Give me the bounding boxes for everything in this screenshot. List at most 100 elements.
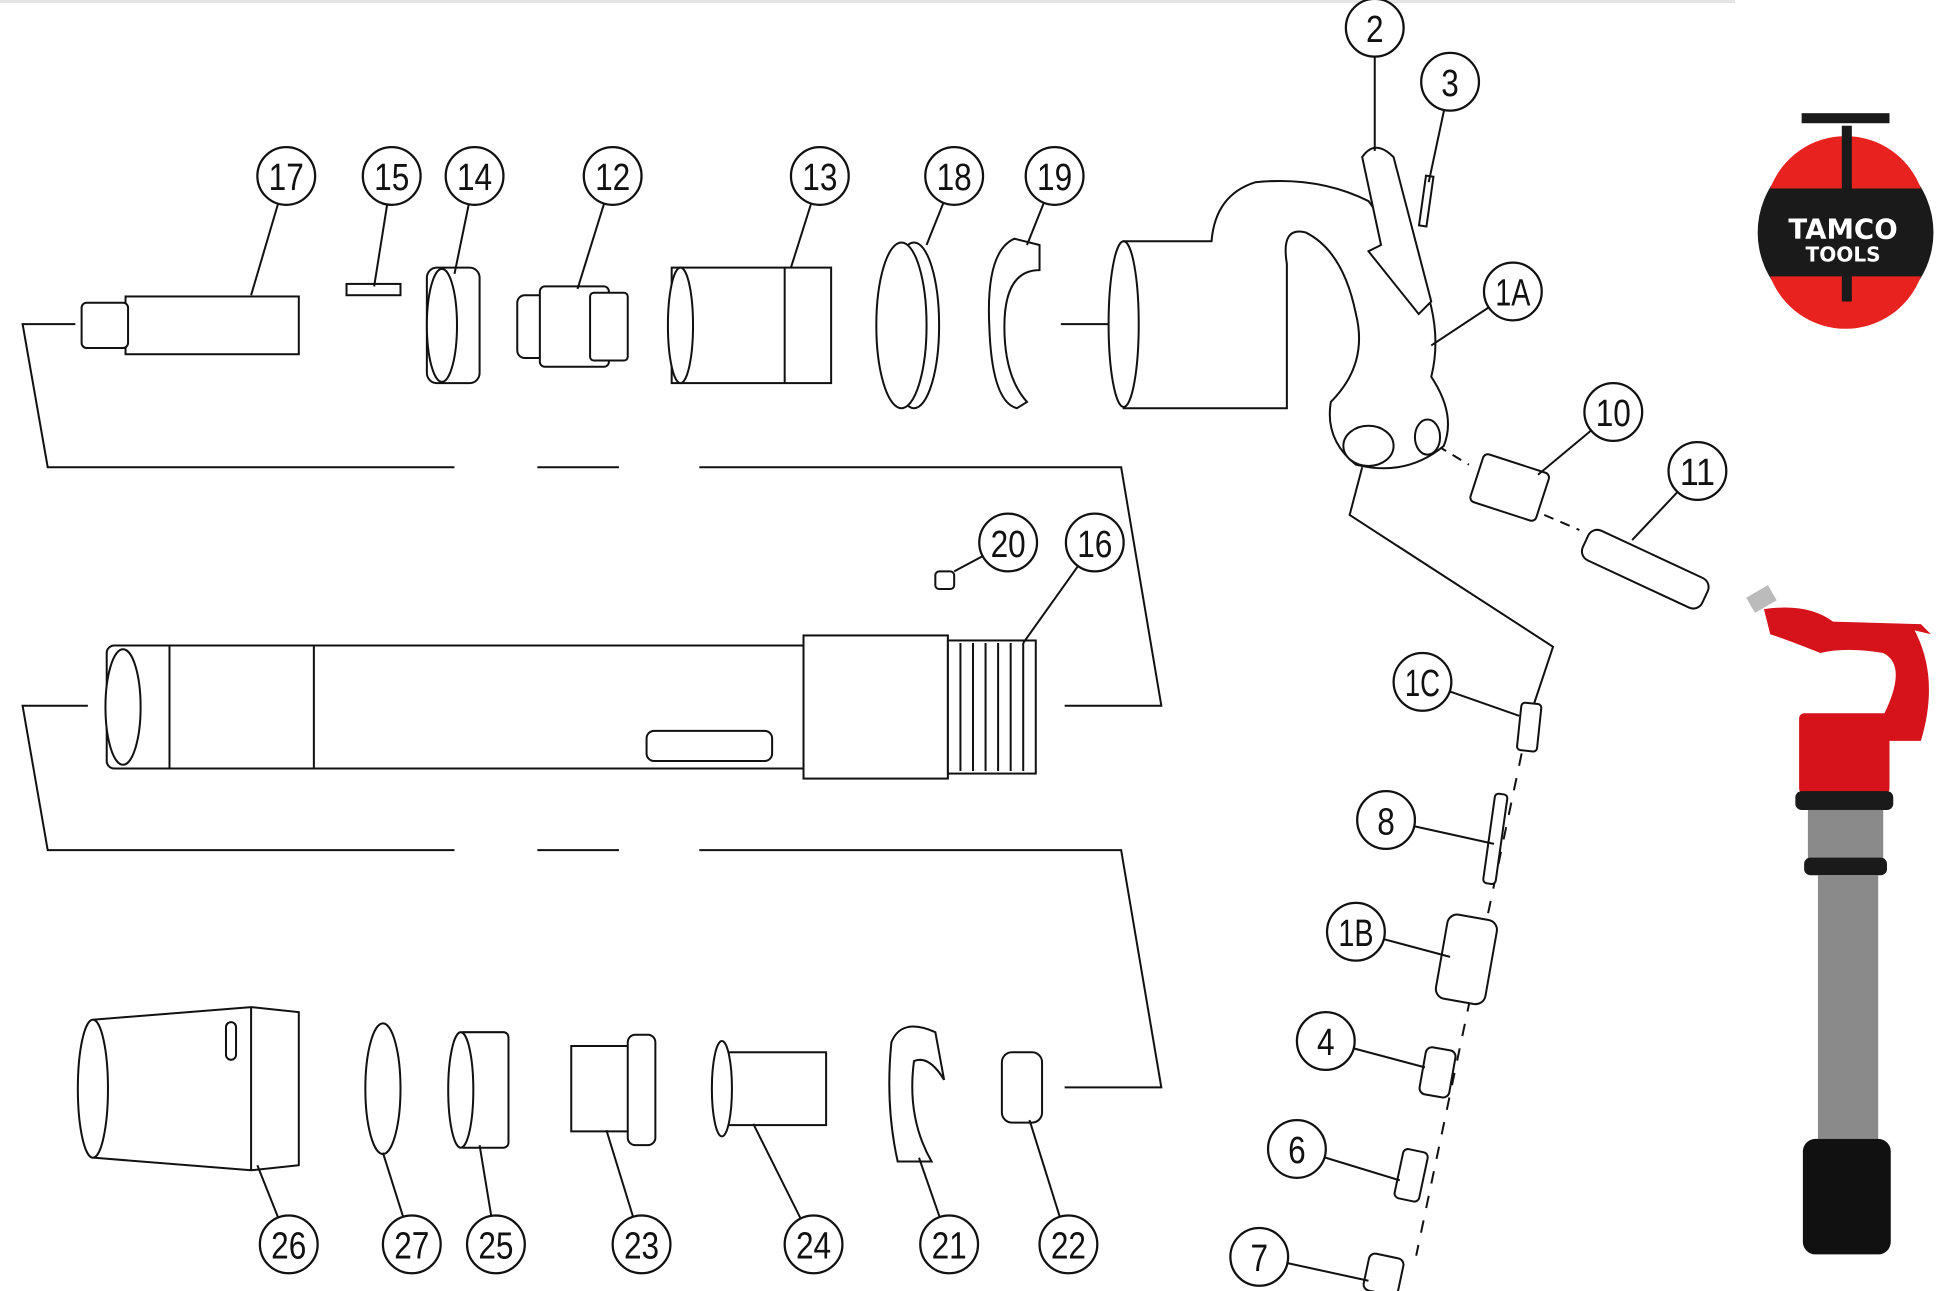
leader-line (752, 1123, 802, 1219)
leader-line (453, 204, 470, 275)
leader-line (576, 203, 606, 290)
callout-label: 6 (1288, 1129, 1306, 1171)
leader-line (953, 555, 984, 573)
callout-label: 3 (1441, 62, 1459, 104)
callout-label: 23 (624, 1225, 659, 1267)
callout-label: 14 (457, 156, 492, 198)
callout-circle (256, 145, 317, 206)
callout-21: 21 (918, 1157, 980, 1275)
callout-label: 7 (1250, 1237, 1268, 1279)
leader-line (1026, 202, 1045, 246)
leader-line (1414, 825, 1495, 845)
callout-label: 15 (374, 156, 409, 198)
callout-label: 1A (1495, 272, 1531, 314)
tamco-tools-logo: TAMCO TOOLS (1757, 113, 1934, 329)
callout-27: 27 (381, 1152, 442, 1275)
part-20-screw (934, 570, 956, 591)
leader-line (256, 1164, 280, 1218)
part-24-bushing (710, 1039, 828, 1138)
callout-1b: 1B (1325, 901, 1451, 962)
callout-label: 26 (271, 1225, 306, 1267)
part-19-spring-clip (987, 237, 1041, 410)
leader-line (1353, 1047, 1426, 1069)
part-3-lever-pin (1417, 174, 1435, 228)
part-8-pin (1482, 792, 1509, 885)
leader-line (1022, 565, 1079, 644)
leader-line (1631, 491, 1679, 541)
callout-label: 1B (1338, 912, 1373, 954)
callout-label: 4 (1317, 1021, 1335, 1063)
callout-circle (1024, 145, 1085, 206)
callout-circle (1420, 51, 1481, 112)
callout-label: 8 (1377, 800, 1395, 842)
callout-circle (789, 145, 850, 206)
part-2-throttle-lever (1361, 146, 1433, 316)
callout-circle (1038, 1214, 1099, 1275)
callout-circle (1064, 512, 1125, 573)
callout-circle (1229, 1226, 1290, 1287)
callout-circle (361, 145, 422, 206)
callout-circle (381, 1214, 442, 1275)
part-12-valve (516, 285, 629, 368)
callout-25: 25 (465, 1145, 526, 1275)
callout-circle (919, 1214, 980, 1275)
callout-label: 10 (1596, 392, 1631, 434)
top-border (0, 0, 1735, 3)
callout-26: 26 (256, 1164, 319, 1275)
part-10-bushing (1469, 453, 1550, 522)
callout-14: 14 (444, 145, 505, 275)
callout-circle (1482, 261, 1543, 322)
callout-3: 3 (1420, 51, 1481, 183)
leader-line (1449, 690, 1520, 717)
part-14-valve-block (425, 266, 481, 385)
callout-label: 17 (269, 156, 304, 198)
callout-circle (258, 1214, 319, 1275)
logo-text-tools: TOOLS (1806, 242, 1881, 266)
callout-circle (978, 512, 1039, 573)
callout-12: 12 (576, 145, 643, 290)
callout-15: 15 (361, 145, 422, 287)
callout-label: 22 (1051, 1225, 1086, 1267)
part-26-grip (76, 1006, 300, 1172)
callout-24: 24 (752, 1123, 844, 1275)
callout-circle (1667, 440, 1728, 501)
callout-circle (1392, 651, 1453, 712)
leader-line (250, 203, 280, 296)
callout-circle (924, 145, 985, 206)
product-photo-chipping-hammer (1746, 585, 1931, 1255)
callout-label: 11 (1680, 451, 1715, 493)
callout-17: 17 (250, 145, 317, 296)
callout-circle (1325, 901, 1386, 962)
callout-label: 25 (478, 1225, 513, 1267)
callout-4: 4 (1295, 1010, 1426, 1071)
leader-line (605, 1129, 635, 1218)
part-15-pin (345, 282, 402, 297)
callout-23: 23 (605, 1129, 672, 1275)
leader-line (373, 204, 389, 287)
callout-label: 13 (802, 156, 837, 198)
callout-2: 2 (1344, 0, 1405, 151)
part-18-locking-ring (875, 241, 941, 410)
callout-circle (611, 1214, 672, 1275)
callout-label: 24 (796, 1225, 831, 1267)
callout-circle (582, 145, 643, 206)
leader-line (478, 1145, 493, 1217)
part-17-chisel-retainer (80, 295, 300, 356)
part-16-barrel (104, 634, 1037, 780)
part-23-bushing (570, 1033, 657, 1147)
leader-line (918, 1157, 941, 1218)
callout-18: 18 (924, 145, 985, 246)
part-1c-tube (1516, 701, 1543, 753)
part-27-ring (364, 1022, 402, 1155)
part-7-plug (1362, 1252, 1405, 1291)
callout-circle (465, 1214, 526, 1275)
callout-20: 20 (953, 512, 1039, 573)
leader-line (1383, 938, 1451, 958)
callout-label: 19 (1037, 156, 1072, 198)
part-22-ring (1000, 1051, 1044, 1124)
callout-6: 6 (1266, 1118, 1401, 1182)
callout-7: 7 (1229, 1226, 1369, 1287)
callout-10: 10 (1537, 381, 1644, 476)
callout-label: 21 (932, 1225, 967, 1267)
